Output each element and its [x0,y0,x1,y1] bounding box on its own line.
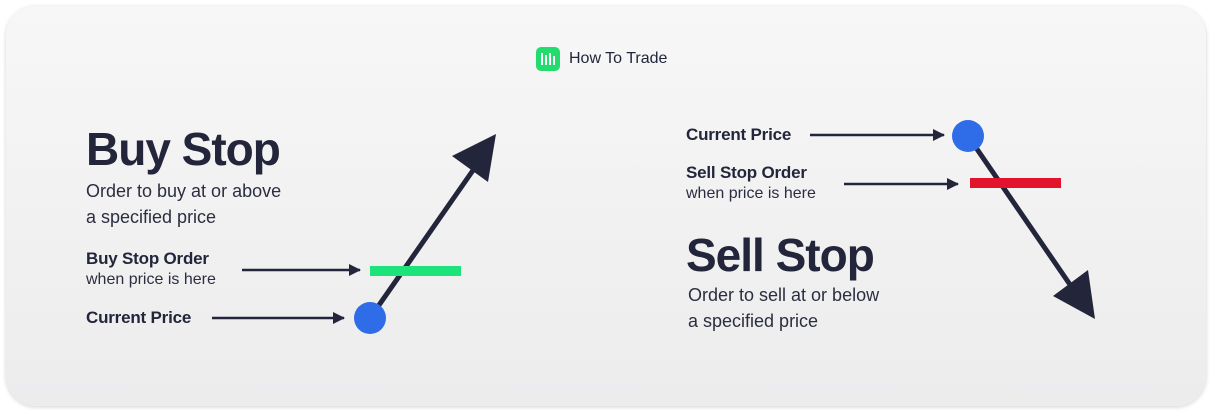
buy-stop-title: Buy Stop [86,123,281,175]
diagram-card: How To Trade Buy Stop Order to buy at or… [6,6,1206,406]
buy-stop-order-sublabel: when price is here [86,271,216,288]
sell-current-price-label: Current Price [686,125,792,144]
sell-stop-title: Sell Stop [686,229,875,281]
buy-stop-description-line1: Order to buy at or above [86,181,282,201]
sell-stop-description-line2: a specified price [688,311,819,331]
diagram-graphics [212,120,1095,334]
sell-price-path [965,133,1076,292]
sell-current-price-dot [952,120,984,152]
brand-name: How To Trade [569,50,668,67]
bar-chart-icon [536,47,560,71]
sell-stop-order-label: Sell Stop Order [686,163,807,182]
sell-stop-order-marker [970,178,1061,188]
buy-stop-order-marker [370,266,461,276]
brand: How To Trade [536,47,667,71]
sell-stop-order-sublabel: when price is here [686,185,816,202]
sell-stop-description-line1: Order to sell at or below [688,285,880,305]
buy-current-price-dot [354,302,386,334]
buy-price-path [367,163,479,321]
sell-stop-description: Order to sell at or below a specified pr… [688,282,879,334]
buy-current-price-label: Current Price [86,308,192,327]
buy-stop-description-line2: a specified price [86,207,217,227]
buy-stop-description: Order to buy at or above a specified pri… [86,178,281,230]
buy-arrowhead [452,134,496,182]
buy-stop-order-label: Buy Stop Order [86,249,209,268]
sell-arrowhead [1053,270,1095,319]
